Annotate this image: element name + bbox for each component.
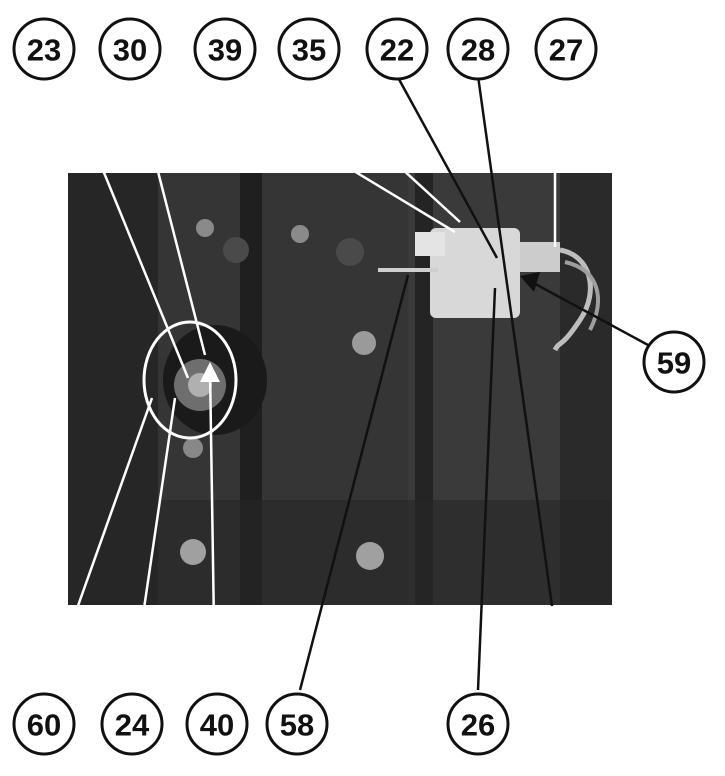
callout-40: 40: [185, 692, 249, 756]
callout-23: 23: [12, 17, 76, 81]
callout-58: 58: [265, 692, 329, 756]
bolt: [352, 331, 376, 355]
leader-59: [527, 278, 649, 347]
leader-40: [208, 369, 217, 691]
leader-58: [298, 274, 410, 691]
callout-59: 59: [642, 330, 706, 394]
callout-22: 22: [365, 17, 429, 81]
leader-35: [304, 79, 461, 223]
callout-label: 23: [27, 33, 61, 68]
callout-label: 26: [461, 708, 495, 743]
callout-30: 30: [98, 17, 162, 81]
callout-label: 39: [208, 33, 242, 68]
callout-label: 60: [27, 708, 61, 743]
leader-28: [476, 75, 554, 607]
leader-24: [130, 397, 177, 691]
switch-wires: [552, 247, 593, 352]
switch-plunger: [415, 232, 445, 256]
callout-39: 39: [193, 17, 257, 81]
leader-60: [46, 397, 154, 691]
bolt: [196, 219, 214, 237]
bolt: [291, 225, 309, 243]
bolt: [180, 539, 206, 565]
leader-26: [476, 287, 497, 691]
callout-label: 30: [113, 33, 147, 68]
panel-lower-band: [68, 500, 612, 605]
leader-22: [393, 71, 499, 259]
leader-39: [199, 76, 456, 234]
callout-label: 59: [657, 346, 691, 381]
callout-label: 35: [292, 33, 326, 68]
latch-highlight-ellipse: [142, 320, 238, 440]
callout-60: 60: [12, 692, 76, 756]
bolt: [356, 542, 384, 570]
leader-30: [130, 69, 207, 356]
callout-28: 28: [446, 17, 510, 81]
leader-lines: [46, 69, 649, 691]
callout-label: 27: [549, 33, 583, 68]
callout-label: 24: [115, 708, 150, 743]
arrowhead-40: [200, 362, 220, 382]
switch-body: [430, 228, 520, 318]
switch-wires-2: [564, 260, 600, 331]
arrowhead-59: [520, 272, 540, 292]
callouts: 23 30 39 35 22 28 27 59 60 24 40 58 26: [12, 17, 706, 756]
callout-label: 22: [380, 33, 414, 68]
bolt: [183, 438, 203, 458]
bolt: [336, 238, 364, 266]
leader-23: [60, 69, 190, 379]
bolt: [223, 237, 249, 263]
callout-27: 27: [534, 17, 598, 81]
callout-35: 35: [277, 17, 341, 81]
switch-lever: [378, 268, 438, 272]
callout-26: 26: [446, 692, 510, 756]
switch-terminal: [520, 242, 560, 272]
callout-label: 28: [461, 33, 495, 68]
panel-right-rail: [415, 173, 433, 605]
photo-panel: [68, 173, 612, 605]
callout-label: 40: [200, 708, 234, 743]
callout-label: 58: [280, 708, 314, 743]
callout-24: 24: [100, 692, 164, 756]
